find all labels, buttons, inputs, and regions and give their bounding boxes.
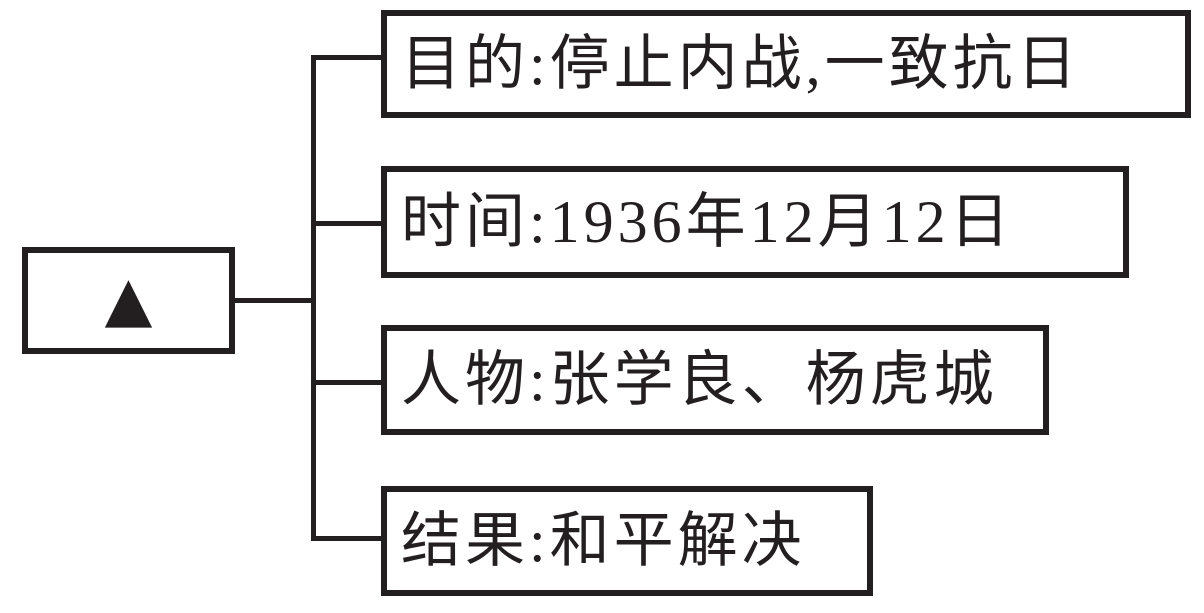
branch-box-people: 人物:张学良、杨虎城 — [381, 325, 1049, 435]
branch-box-time: 时间:1936年12月12日 — [381, 166, 1129, 278]
branch-line-result — [314, 536, 384, 541]
branch-label-people: 人物:张学良、杨虎城 — [401, 347, 998, 413]
triangle-placeholder-symbol: ▲ — [104, 261, 153, 335]
branch-box-purpose: 目的:停止内战,一致抗日 — [381, 10, 1191, 118]
trunk-line — [311, 55, 316, 541]
branch-label-time: 时间:1936年12月12日 — [401, 189, 1014, 255]
root-connector-line — [232, 298, 316, 303]
branch-label-purpose: 目的:停止内战,一致抗日 — [401, 31, 1081, 97]
branch-line-purpose — [314, 55, 384, 60]
branch-box-result: 结果:和平解决 — [381, 486, 873, 596]
branch-line-time — [314, 221, 384, 226]
branch-line-people — [314, 380, 384, 385]
branch-label-result: 结果:和平解决 — [401, 508, 806, 574]
root-node-box: ▲ — [22, 247, 235, 354]
